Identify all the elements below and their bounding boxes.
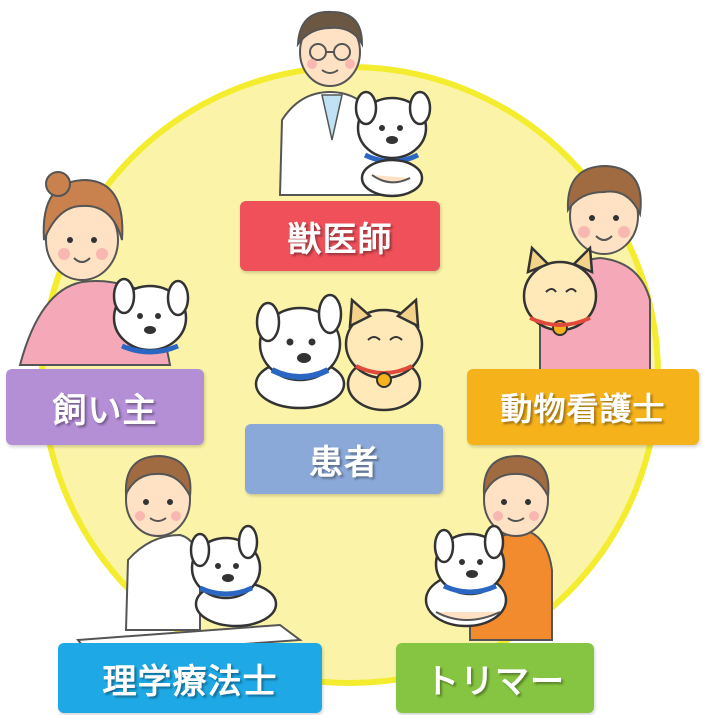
owner-illustration bbox=[18, 171, 190, 366]
trimmer-label: トリマー bbox=[396, 643, 594, 713]
nurse-label: 動物看護士 bbox=[467, 369, 699, 445]
patient-illustration bbox=[254, 293, 424, 412]
patient-label: 患者 bbox=[245, 424, 443, 494]
nurse-illustration bbox=[522, 164, 651, 381]
therapist-illustration bbox=[76, 454, 303, 657]
trimmer-illustration bbox=[424, 454, 553, 641]
owner-label: 飼い主 bbox=[6, 369, 204, 445]
vet-label: 獣医師 bbox=[240, 201, 440, 271]
therapist-label: 理学療法士 bbox=[58, 643, 322, 713]
vet-illustration bbox=[278, 10, 432, 198]
